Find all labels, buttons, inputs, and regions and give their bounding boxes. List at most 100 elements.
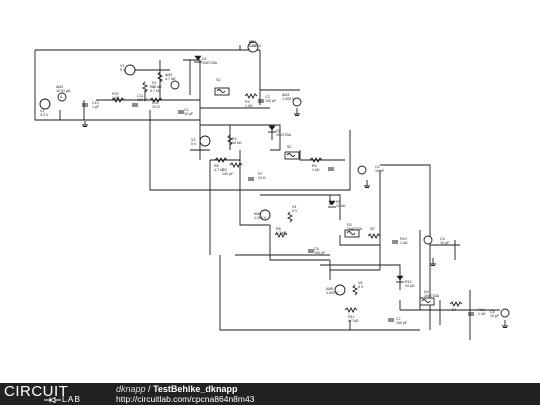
resistor-r11[interactable] [351, 284, 359, 296]
resistor-r7[interactable] [229, 161, 243, 169]
switch-s4[interactable] [419, 297, 435, 306]
resistor-r20[interactable] [111, 96, 125, 104]
component-value-label: 1 kΩ [112, 96, 120, 100]
component-value-label: 10 pF [184, 112, 194, 116]
resistor-r1[interactable] [156, 71, 164, 83]
component-ref-label: V5 [358, 281, 362, 285]
resistor-r10[interactable] [367, 232, 381, 240]
ammeter-am4[interactable] [357, 165, 367, 175]
capacitor-c5[interactable] [392, 240, 398, 244]
switch-s3[interactable] [344, 229, 360, 238]
voltage-source-v3[interactable] [199, 135, 211, 147]
component-value-label: 1.000 V [326, 291, 339, 295]
component-ref-label: AM4 [254, 212, 261, 216]
capacitor-c1[interactable] [178, 110, 184, 114]
resistor-r3[interactable] [244, 92, 258, 100]
voltage-source-v4[interactable] [259, 209, 271, 221]
capacitor-c3[interactable] [328, 167, 334, 171]
capacitor-c10[interactable] [82, 103, 88, 107]
component-value-label: 1.000 V [249, 44, 262, 48]
component-value-label: 10 pF [440, 241, 450, 245]
wire-stage2 [209, 160, 381, 270]
voltage-source-v5[interactable] [334, 284, 346, 296]
resistor-r21[interactable] [149, 96, 163, 104]
component-ref-label: R4 [232, 137, 237, 141]
component-ref-label: R20 [112, 92, 119, 96]
resistor-r4[interactable] [226, 134, 234, 146]
ground-symbols [82, 108, 508, 328]
ammeter-am3[interactable] [292, 97, 302, 107]
zener-diode-d2[interactable] [268, 125, 276, 133]
component-value-label: 1N4733A [276, 133, 292, 137]
component-ref-label: C10 [92, 101, 99, 105]
component-ref-label: C3 [222, 168, 227, 172]
resistor-r6[interactable] [309, 156, 323, 164]
ammeter-am2[interactable] [170, 80, 180, 90]
component-ref-label: AM3 [282, 93, 289, 97]
project-name[interactable]: TestBehlke_dknapp [153, 384, 238, 394]
switch-s2[interactable] [284, 151, 300, 160]
component-ref-label: C1 [184, 108, 189, 112]
switch-s1[interactable] [214, 87, 230, 96]
component-value-label: 12 V [249, 44, 257, 48]
ammeter-am1[interactable]: A [57, 92, 67, 102]
component-ref-label: S4 [452, 308, 456, 312]
component-ref-label: R11 [348, 315, 354, 319]
component-ref-label: R10 [400, 237, 407, 241]
resistor-r2[interactable] [141, 81, 149, 93]
component-value-label: 100 pF [222, 172, 234, 176]
voltage-source-v1[interactable]: + [39, 98, 51, 110]
component-ref-label: AM1 [56, 85, 63, 89]
component-value-label: 1N4733A [424, 294, 440, 298]
svg-text:+: + [40, 100, 42, 104]
component-value-label: 10 kΩ [336, 204, 346, 208]
component-ref-label: R1 [152, 81, 157, 85]
voltage-source-v2[interactable] [124, 64, 136, 76]
capacitor-c7[interactable] [468, 312, 474, 316]
component-ref-label: D2 [276, 129, 281, 133]
capacitor-c4[interactable] [248, 177, 254, 181]
capacitor-c11[interactable] [132, 103, 138, 107]
component-ref-label: C11 [137, 94, 143, 98]
schematic-drawing[interactable]: + A V13.3 VA [0, 0, 540, 383]
resistor-r12[interactable] [344, 306, 358, 314]
component-ref-label: R12 [405, 280, 412, 284]
component-ref-label: AM2 [165, 73, 172, 77]
component-value-label: 1 µF [92, 105, 100, 109]
resistor-r13[interactable] [449, 300, 463, 308]
capacitor-c2[interactable] [258, 99, 264, 103]
component-ref-label: S3 [370, 227, 374, 231]
capacitor-c6[interactable] [308, 249, 314, 253]
zener-diode-d4[interactable] [396, 275, 404, 283]
component-value-label: 10 Ω [152, 105, 160, 109]
zener-diode-d3[interactable] [328, 200, 336, 208]
component-ref-label: D1 [202, 57, 207, 61]
resistor-r8[interactable] [286, 211, 294, 223]
wire-stage4 [219, 255, 500, 340]
project-owner-link[interactable]: dknapp [116, 384, 146, 394]
project-title-line: dknapp / TestBehlke_dknapp [116, 384, 237, 394]
ammeter-am6[interactable] [500, 308, 510, 318]
component-value-label: 100 pF [265, 99, 277, 103]
component-ref-label: AM6 [249, 40, 256, 44]
project-url[interactable]: http://circuitlab.com/cpcna864n8m43 [116, 394, 255, 404]
capacitor-c8[interactable] [388, 318, 394, 322]
voltage-source-v6[interactable] [247, 41, 259, 53]
ammeter-am5[interactable] [423, 235, 433, 245]
component-value-label: 10 pF [375, 169, 385, 173]
circuitlab-logo[interactable]: CIRCUIT LAB [4, 383, 96, 404]
wires [34, 45, 500, 340]
component-value-label: 4.7 kΩ [214, 168, 225, 172]
component-value-label: 5 V [358, 285, 364, 289]
wire-stage3 [235, 230, 421, 310]
zener-diode-d1[interactable] [194, 55, 202, 63]
wire-top-supply [239, 45, 300, 105]
resistor-r5[interactable] [214, 156, 228, 164]
svg-text:A: A [60, 95, 63, 99]
component-ref-label: R21 [152, 101, 159, 105]
resistor-r9[interactable] [274, 231, 288, 239]
component-ref-label: C8 [490, 310, 495, 314]
component-ref-label: S2 [287, 145, 291, 149]
component-ref-label: R2 [150, 85, 155, 89]
